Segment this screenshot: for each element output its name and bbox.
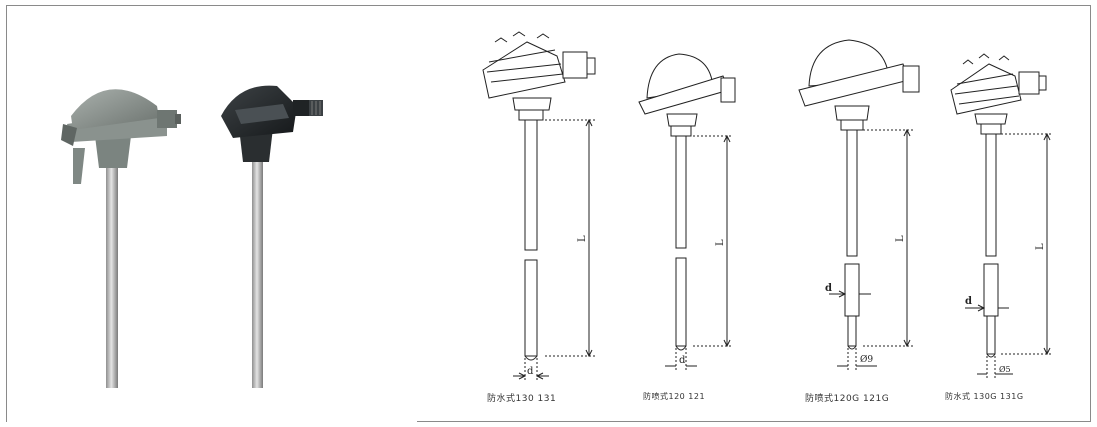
thermocouple-photo <box>7 6 417 423</box>
product-figure: L L L L d d d d Ø9 Ø5 防水式130 131 防喷式120 … <box>6 5 1091 423</box>
dimension-drawings: L L L L d d d d Ø9 Ø5 <box>482 31 1053 382</box>
black-thermocouple <box>221 85 323 388</box>
dim-label-L-2: L <box>715 239 726 246</box>
dim-label-dia5: Ø5 <box>999 365 1011 374</box>
drawing-130-131 <box>482 31 596 382</box>
drawing-120G-121G <box>798 39 920 372</box>
dim-label-L-1: L <box>577 235 588 242</box>
dim-label-L-4: L <box>1035 243 1046 250</box>
dim-label-dia9: Ø9 <box>860 354 873 365</box>
caption-130-131: 防水式130 131 <box>487 394 557 404</box>
caption-120G-121G: 防喷式120G 121G <box>805 394 890 404</box>
dim-label-L-3: L <box>895 235 906 242</box>
caption-120-121: 防喷式120 121 <box>643 392 706 401</box>
dim-label-d-4: d <box>965 296 972 307</box>
caption-130G-131G: 防水式 130G 131G <box>945 392 1024 401</box>
grey-thermocouple <box>61 89 181 388</box>
dim-label-d-3: d <box>825 283 832 294</box>
drawing-120-121 <box>638 53 736 370</box>
drawing-130G-131G <box>950 53 1053 378</box>
dim-label-d-2: d <box>679 355 686 366</box>
dim-label-d-1: d <box>527 366 534 377</box>
